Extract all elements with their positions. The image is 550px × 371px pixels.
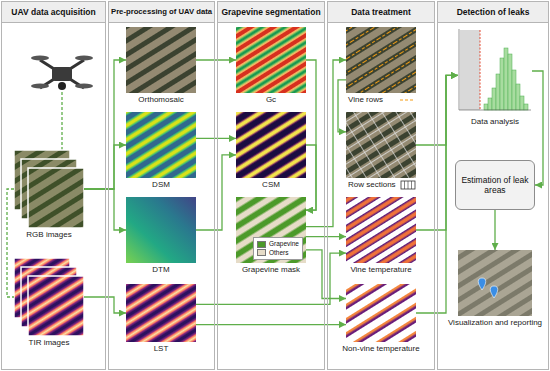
column-panel: UAV data acquisitionRGB imagesTIR images xyxy=(1,1,106,370)
legend-label: Grapevine xyxy=(269,240,299,247)
image-panel: DSM xyxy=(126,112,196,178)
legend-row: Others xyxy=(257,248,299,256)
legend-label: Others xyxy=(269,249,289,256)
column-header: Data treatment xyxy=(328,2,434,23)
image-panel: Non-vine temperature xyxy=(346,284,416,342)
tir-stack xyxy=(14,258,84,336)
column-panel: Data treatmentVine rowsRow sectionsVine … xyxy=(327,1,435,370)
image-caption: DTM xyxy=(152,265,169,275)
vine-row-symbol xyxy=(400,99,415,100)
column-header: UAV data acquisition xyxy=(2,2,105,23)
flow-arrow xyxy=(196,324,346,325)
flow-arrow xyxy=(84,60,126,189)
image-caption: Vine temperature xyxy=(350,265,411,275)
flow-arrow xyxy=(196,155,236,230)
image-caption: Row sections xyxy=(348,180,396,190)
flow-arrow xyxy=(306,60,346,227)
mask-image xyxy=(236,197,306,263)
column-header: Grapevine segmentation xyxy=(218,2,324,23)
orthomosaic-image xyxy=(126,27,196,93)
flow-arrow xyxy=(7,189,14,297)
image-caption: CSM xyxy=(262,180,280,190)
image-panel: Vine temperature xyxy=(346,197,416,263)
image-panel: Vine rows xyxy=(346,27,416,93)
image-panel: CSM xyxy=(236,112,306,178)
column-panel: Grapevine segmentationGcCSM Grapevine mas… xyxy=(217,1,325,370)
column-header: Pre-processing of UAV data xyxy=(109,2,214,23)
image-caption: Vine rows xyxy=(348,95,383,105)
image-panel: Data analysis xyxy=(458,27,532,115)
image-caption: LST xyxy=(154,344,169,354)
box-label: Estimation of leak areas xyxy=(460,175,530,195)
dtm-image xyxy=(126,197,196,263)
flow-arrow xyxy=(84,297,126,313)
image-panel: Orthomosaic xyxy=(126,27,196,93)
image-caption: RGB images xyxy=(26,230,71,240)
dsm-image xyxy=(126,112,196,178)
image-panel: Row sections xyxy=(346,112,416,178)
process-box: Estimation of leak areas xyxy=(455,160,535,210)
drone-link xyxy=(61,92,62,150)
flow-arrow xyxy=(84,189,126,230)
legend-swatch xyxy=(257,249,266,256)
column-panel: Detection of leaksData analysisEstimatio… xyxy=(437,1,549,370)
flow-arrow xyxy=(306,236,346,237)
flow-arrow xyxy=(306,250,346,299)
histogram xyxy=(459,29,531,110)
image-caption: Grapevine mask xyxy=(242,265,300,275)
image-caption: Visualization and reporting xyxy=(445,318,545,328)
flow-arrow xyxy=(196,253,346,304)
image-panel: TIR images xyxy=(14,258,84,336)
image-panel: DTM xyxy=(126,197,196,263)
flow-arrow xyxy=(338,80,346,132)
drone-icon xyxy=(31,56,93,91)
image-panel: Gc xyxy=(236,27,306,93)
legend-swatch xyxy=(257,241,266,248)
image-caption: Gc xyxy=(266,95,276,105)
leak-markers xyxy=(478,278,498,298)
vine-rows-image xyxy=(346,27,416,93)
image-panel: LST xyxy=(126,284,196,342)
image-caption: DSM xyxy=(152,180,170,190)
flow-arrow xyxy=(196,59,236,60)
row-sections-image xyxy=(346,112,416,178)
lst-image xyxy=(126,284,196,342)
image-caption: TIR images xyxy=(29,338,70,348)
flow-arrow xyxy=(84,145,126,189)
flow-arrow xyxy=(306,60,316,210)
image-caption: Orthomosaic xyxy=(138,95,183,105)
rgb-stack xyxy=(14,150,84,228)
non-vine-temperature-image xyxy=(346,284,416,342)
vine-temperature-image xyxy=(346,197,416,263)
image-panel: RGB images xyxy=(14,150,84,228)
visualization-image xyxy=(458,250,532,316)
column-header: Detection of leaks xyxy=(438,2,548,23)
column-panel: Pre-processing of UAV dataOrthomosaicDSM… xyxy=(108,1,215,370)
csm-image xyxy=(236,112,306,178)
flow-arrow xyxy=(306,145,316,210)
image-caption: Non-vine temperature xyxy=(342,344,419,354)
legend-box: GrapevineOthers xyxy=(253,237,303,260)
row-section-symbol xyxy=(401,181,415,189)
flow-arrow xyxy=(196,138,236,139)
flow-arrow xyxy=(494,210,495,250)
image-caption: Data analysis xyxy=(471,117,519,127)
image-panel: Visualization and reporting xyxy=(458,250,532,316)
gc-image xyxy=(236,27,306,93)
legend-row: Grapevine xyxy=(257,240,299,248)
